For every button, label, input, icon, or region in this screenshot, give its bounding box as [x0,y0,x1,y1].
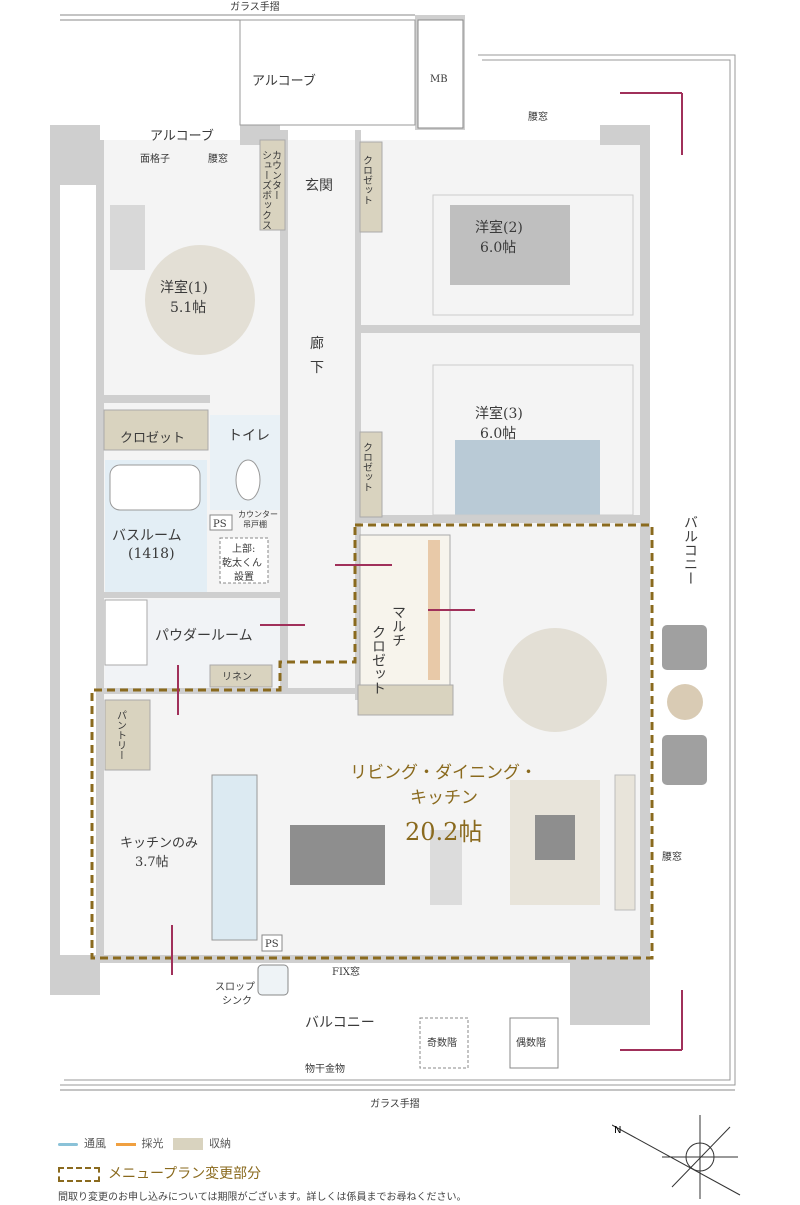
ps2-box [261,934,283,952]
rug-living [503,628,607,732]
room2-size: 6.0帖 [480,240,516,256]
room1-size: 5.1帖 [170,300,206,316]
balcony-right-label: バルコニー [682,515,698,585]
slop-sink [257,964,289,996]
balcony-chair-1 [662,625,707,670]
light-legend-icon [115,1142,136,1146]
svg-text:N: N [614,1125,621,1136]
compass-icon: N [612,1115,741,1199]
storage-blocks [103,139,454,771]
dining-table [290,825,385,885]
balcony-bottom-label: バルコニー [305,1015,375,1031]
room3-size: 6.0帖 [480,426,516,442]
wind-legend-icon [58,1142,78,1146]
linen-label: リネン [222,671,252,683]
rug-room3 [432,364,634,516]
powder-label: パウダールーム [155,628,253,644]
alcove-upper-label: アルコーブ [252,73,316,89]
counter-shelf-1: カウンター [238,510,278,519]
bed-room2 [450,205,570,285]
rug-room2 [432,194,634,316]
counter-shelf-2: 吊戸棚 [243,519,267,529]
menkoshi-label: 面格子 [140,152,170,165]
pantry-label: パントリー [115,710,127,760]
desk-room1 [110,205,145,270]
corridor-label-2: 下 [310,360,324,376]
multi-label-1: マルチ [390,605,406,647]
room3-name: 洋室(3) [475,405,523,422]
bathtub [109,464,201,511]
storage-legend-icon [173,1138,203,1150]
toilet-label: トイレ [228,428,270,444]
ps1-box [209,514,233,531]
alcove-left-label: アルコーブ [150,128,214,144]
kisukai-label: 奇数階 [427,1036,457,1049]
legend-light: 採光 [141,1137,164,1150]
gusukai-label: 偶数階 [516,1036,546,1049]
bath-size: (1418) [128,546,175,562]
kisukai-box [419,1017,469,1069]
kanta-box [219,537,269,584]
koshimado-right-label: 腰窓 [662,850,682,863]
kanta-2: 乾太くん [222,556,262,569]
corridor-label-1: 廊 [310,335,324,352]
room2-name: 洋室(2) [475,219,523,236]
coffee-table [535,815,575,860]
vanity [104,599,148,666]
kitchen-counter [211,774,258,941]
menu-note: メニュープラン変更部分 [58,1163,261,1183]
gusukai-box [509,1017,559,1069]
change-arrows [171,92,683,1051]
toilet-fixture [235,459,261,501]
glass-rail-top-label: ガラス手摺 [230,0,280,13]
ldk-size: 20.2帖 [405,818,482,846]
koshimado-top-label: 腰窓 [528,110,548,123]
tv-board [614,774,636,911]
legend: 通風 採光 収納 [58,1135,237,1151]
bath-name: バスルーム [112,528,182,544]
kitchen-only-label: キッチンのみ [120,836,198,851]
mb-box [417,19,464,129]
kanta-1: 上部: [232,542,255,555]
legend-storage: 収納 [209,1137,231,1150]
menu-plan-outline [90,523,654,960]
balcony-chair-2 [662,735,707,785]
multi-label-2: クロゼット [370,625,386,695]
alcove-upper [239,19,416,126]
genkan-label: 玄関 [305,177,333,194]
balcony-table [667,684,703,720]
ps1-label: PS [213,519,227,530]
room1-name: 洋室(1) [160,279,208,296]
kitchen-size: 3.7帖 [135,855,169,870]
slop-label-2: シンク [222,995,252,1007]
monohoshi-label: 物干金物 [305,1062,345,1075]
ps2-label: PS [265,939,279,950]
closet-b-label: クロゼット [120,431,185,446]
closet-c-label: クロゼット [361,442,373,492]
ldk-label-2: キッチン [410,788,478,808]
menu-dashed-box-icon [58,1166,100,1182]
disclaimer: 間取り変更のお申し込みについては期限がございます。詳しくは係員までお尋ねください… [58,1192,467,1203]
sofa [430,830,462,905]
koshimado-left-label: 腰窓 [208,152,228,165]
floor-plan: ガラス手摺 MB アルコーブ アルコーブ 面格子 腰窓 腰窓 腰窓 [50,0,736,1110]
mb-label: MB [430,74,448,85]
kanta-3: 設置 [234,570,254,583]
ldk-label-1: リビング・ダイニング・ [350,763,537,783]
menu-note-text: メニュープラン変更部分 [108,1166,262,1182]
balcony-outline [60,54,736,1086]
counter-label: カウンター [270,150,282,200]
glass-rail-top [60,14,415,21]
bed-room3 [455,440,600,515]
glass-rail-bottom-label: ガラス手摺 [370,1097,420,1110]
slop-label-1: スロップ [215,981,255,993]
shoebox-label: シューズボックス [260,150,272,230]
rug-room1 [145,245,255,355]
legend-wind: 通風 [84,1137,106,1150]
closet-a-label: クロゼット [361,155,373,205]
fix-window-label: FIX窓 [332,965,360,978]
